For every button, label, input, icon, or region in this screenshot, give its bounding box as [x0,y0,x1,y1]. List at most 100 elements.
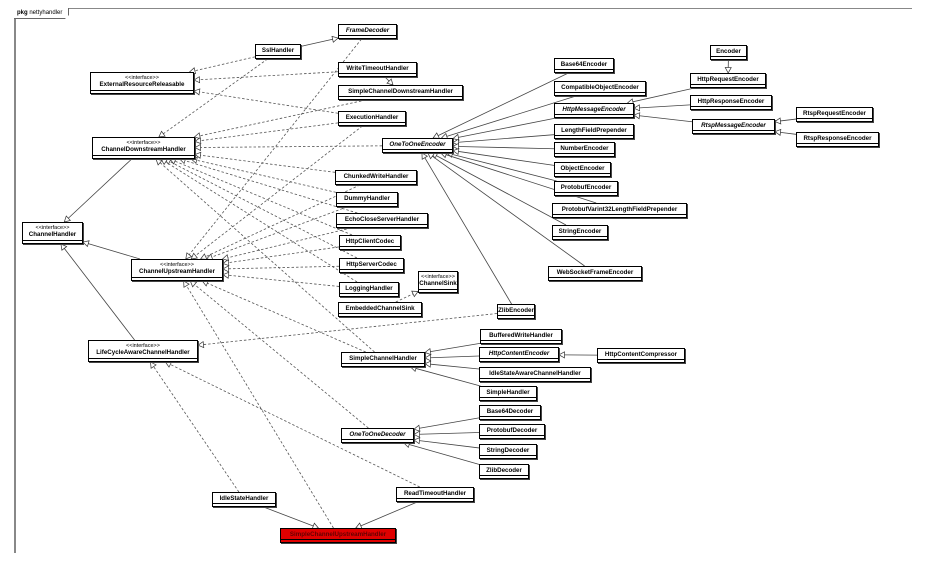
edge-line [415,368,481,387]
generalization-edge [774,117,797,125]
class-header: Base64Encoder [555,59,613,70]
stereotype-label: <<interface>> [35,225,70,231]
hollow-triangle-arrowhead-icon [452,147,460,156]
class-name: RtspResponseEncoder [803,135,872,142]
class-idle-state-aware-channel-handler[interactable]: IdleStateAwareChannelHandler [479,367,591,382]
class-web-socket-frame-encoder[interactable]: WebSocketFrameEncoder [548,266,642,281]
class-buffered-write-handler[interactable]: BufferedWriteHandler [480,329,562,344]
class-frame-decoder[interactable]: FrameDecoder [338,24,397,39]
class-name: HttpMessageEncoder [562,106,626,113]
class-base64-decoder[interactable]: Base64Decoder [479,405,541,420]
class-embedded-channel-sink[interactable]: EmbeddedChannelSink [338,302,422,317]
class-http-request-encoder[interactable]: HttpRequestEncoder [690,73,766,88]
class-simple-channel-downstream-handler[interactable]: SimpleChannelDownstreamHandler [338,85,463,100]
hollow-triangle-arrowhead-icon [193,132,201,140]
class-http-response-encoder[interactable]: HttpResponseEncoder [690,95,772,110]
class-string-decoder[interactable]: StringDecoder [479,444,537,459]
edge-line [170,364,420,488]
class-header: <<interface>>LifeCycleAwareChannelHandle… [89,341,197,359]
hollow-triangle-arrowhead-icon [164,361,173,368]
class-zlib-decoder[interactable]: ZlibDecoder [479,464,529,479]
class-zlib-encoder[interactable]: ZlibEncoder [497,304,535,319]
class-write-timeout-handler[interactable]: WriteTimeoutHandler [338,62,417,77]
class-header: LengthFieldPrepender [555,125,633,136]
class-channel-upstream-handler[interactable]: <<interface>>ChannelUpstreamHandler [131,259,223,281]
class-echo-close-server-handler[interactable]: EchoCloseServerHandler [336,213,428,228]
hollow-triangle-arrowhead-icon [222,271,230,279]
class-simple-channel-upstream-handler[interactable]: SimpleChannelUpstreamHandler [280,528,396,543]
generalization-edge [427,152,585,267]
edge-line [430,363,480,370]
class-protobuf-varint32-length-field-prepender[interactable]: ProtobufVarint32LengthFieldPrepender [552,203,687,218]
class-channel-handler[interactable]: <<interface>>ChannelHandler [22,222,83,244]
class-encoder[interactable]: Encoder [710,45,747,60]
edge-line [446,95,577,137]
edge-line [639,115,693,123]
class-ssl-handler[interactable]: SslHandler [255,44,301,59]
class-name: WebSocketFrameEncoder [556,269,634,276]
class-dummy-handler[interactable]: DummyHandler [336,192,398,207]
class-header: OneToOneEncoder [383,139,452,150]
class-base64-encoder[interactable]: Base64Encoder [554,58,614,73]
class-header: HttpContentEncoder [480,348,558,359]
class-header: CompatibleObjectEncoder [555,82,645,93]
edge-line [419,432,480,435]
edge-line [639,104,691,109]
class-object-encoder[interactable]: ObjectEncoder [554,162,611,177]
hollow-triangle-arrowhead-icon [633,104,641,112]
edge-line [263,506,314,527]
class-http-content-encoder[interactable]: HttpContentEncoder [479,347,559,362]
class-name: StringEncoder [558,228,602,235]
realization-edge [155,158,375,353]
class-channel-sink[interactable]: <<interface>>ChannelSink [418,271,458,293]
class-http-client-codec[interactable]: HttpClientCodec [339,235,401,250]
class-name: HttpRequestEncoder [697,76,759,83]
class-read-timeout-handler[interactable]: ReadTimeoutHandler [396,487,474,502]
edge-line [300,38,333,47]
class-one-to-one-decoder[interactable]: OneToOneDecoder [341,428,414,443]
class-protobuf-decoder[interactable]: ProtobufDecoder [479,424,545,439]
class-logging-handler[interactable]: LoggingHandler [339,282,399,297]
class-http-content-compressor[interactable]: HttpContentCompressor [597,348,685,363]
hollow-triangle-arrowhead-icon [386,78,394,86]
edge-line [174,160,353,236]
class-header: DummyHandler [337,193,397,204]
class-string-encoder[interactable]: StringEncoder [552,225,608,240]
generalization-edge [452,117,557,141]
edge-line [199,99,366,137]
class-header: ProtobufVarint32LengthFieldPrepender [553,204,686,215]
class-name: WriteTimeoutHandler [346,65,409,72]
class-rtsp-response-encoder[interactable]: RtspResponseEncoder [796,132,879,147]
edge-line [88,243,141,260]
generalization-edge [432,72,569,139]
class-length-field-prepender[interactable]: LengthFieldPrepender [554,124,634,139]
class-compatible-object-encoder[interactable]: CompatibleObjectEncoder [554,81,646,96]
class-rtsp-message-encoder[interactable]: RtspMessageEncoder [692,119,775,134]
class-http-message-encoder[interactable]: HttpMessageEncoder [554,103,634,118]
class-channel-downstream-handler[interactable]: <<interface>>ChannelDownstreamHandler [92,137,195,159]
edge-line [452,153,557,182]
generalization-edge [409,365,481,387]
realization-edge [194,143,383,152]
class-number-encoder[interactable]: NumberEncoder [554,142,615,157]
class-chunked-write-handler[interactable]: ChunkedWriteHandler [335,170,417,185]
class-rtsp-request-encoder[interactable]: RtspRequestEncoder [796,107,873,122]
class-header: StringDecoder [480,445,536,456]
class-idle-state-handler[interactable]: IdleStateHandler [212,492,276,507]
class-simple-handler[interactable]: SimpleHandler [479,386,537,401]
class-external-resource-releasable[interactable]: <<interface>>ExternalResourceReleasable [90,72,194,94]
edge-line [228,265,340,270]
realization-edge [221,227,352,262]
class-one-to-one-encoder[interactable]: OneToOneEncoder [382,138,453,153]
class-life-cycle-aware-channel-handler[interactable]: <<interface>>LifeCycleAwareChannelHandle… [88,340,198,362]
generalization-edge [263,506,320,530]
generalization-edge [421,152,512,305]
edge-line [194,56,256,72]
class-http-server-codec[interactable]: HttpServerCodec [339,258,404,273]
class-simple-channel-handler[interactable]: SimpleChannelHandler [341,352,425,367]
class-execution-handler[interactable]: ExecutionHandler [338,111,406,126]
class-header: HttpServerCodec [340,259,403,270]
edge-line [384,76,390,82]
class-name: SimpleChannelDownstreamHandler [348,88,453,95]
class-protobuf-encoder[interactable]: ProtobufEncoder [554,181,618,196]
